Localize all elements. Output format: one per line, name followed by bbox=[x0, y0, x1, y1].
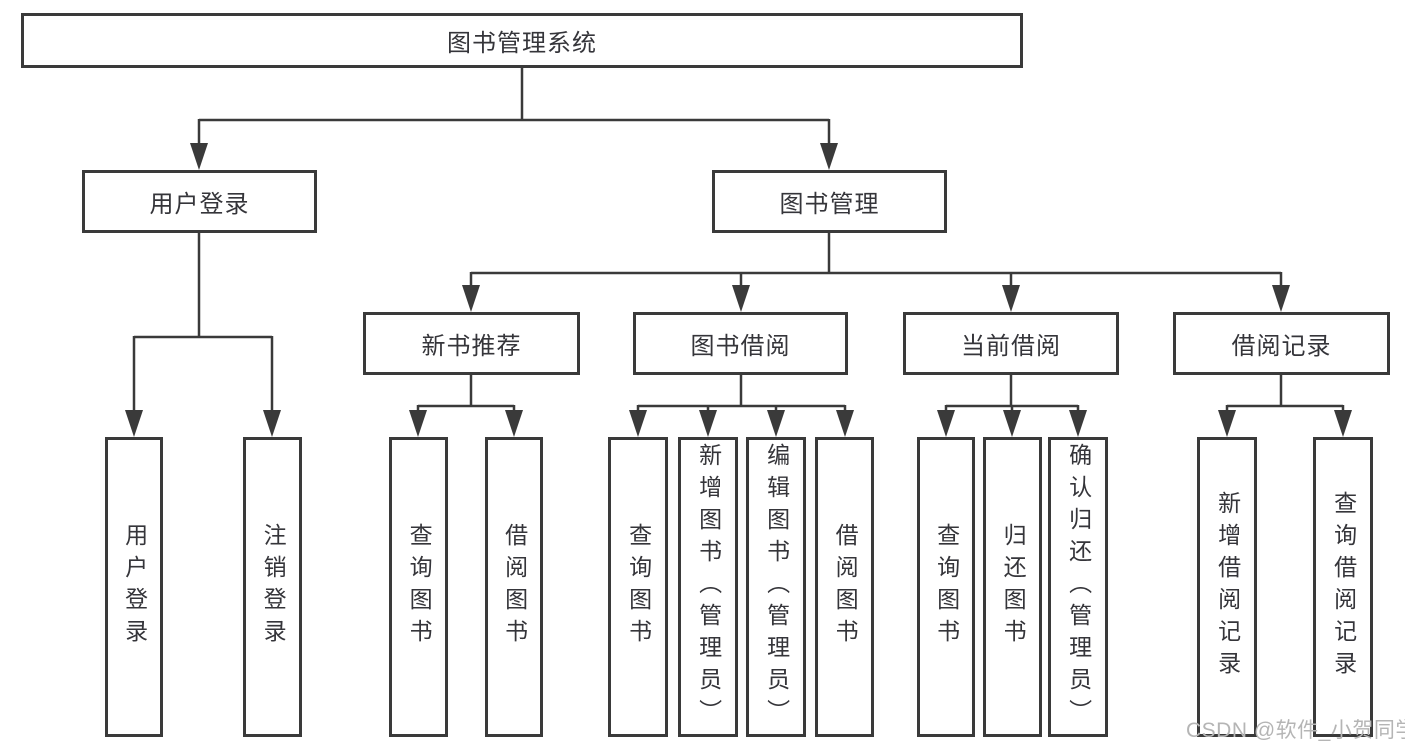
leaf-nb-query-books: 查询图书 bbox=[389, 437, 448, 737]
leaf-bb-edit-books-admin-label: 编辑图书（管理员） bbox=[763, 443, 790, 731]
node-book-management-system: 图书管理系统 bbox=[21, 13, 1023, 68]
leaf-nb-query-books-label: 查询图书 bbox=[406, 523, 433, 651]
leaf-logout: 注销登录 bbox=[243, 437, 302, 737]
leaf-bb-add-books-admin: 新增图书（管理员） bbox=[678, 437, 738, 737]
node-current-borrowing: 当前借阅 bbox=[903, 312, 1119, 375]
leaf-nb-borrow-books: 借阅图书 bbox=[485, 437, 543, 737]
leaf-bb-add-books-admin-label: 新增图书（管理员） bbox=[695, 443, 722, 731]
leaf-user-login: 用户登录 bbox=[105, 437, 163, 737]
node-borrow-records-label: 借阅记录 bbox=[1231, 333, 1332, 360]
leaf-bb-borrow-books-label: 借阅图书 bbox=[832, 523, 859, 651]
leaf-cb-query-books-label: 查询图书 bbox=[933, 523, 960, 651]
leaf-bb-query-books-label: 查询图书 bbox=[625, 523, 652, 651]
leaf-bb-edit-books-admin: 编辑图书（管理员） bbox=[746, 437, 806, 737]
leaf-br-add-record: 新增借阅记录 bbox=[1197, 437, 1257, 737]
node-borrow-records: 借阅记录 bbox=[1173, 312, 1390, 375]
node-book-management-system-label: 图书管理系统 bbox=[447, 30, 597, 57]
node-user-login-label: 用户登录 bbox=[149, 191, 250, 218]
csdn-watermark: CSDN @软件_小贺同学 bbox=[1186, 719, 1405, 742]
node-book-management: 图书管理 bbox=[712, 170, 947, 233]
leaf-cb-query-books: 查询图书 bbox=[917, 437, 975, 737]
leaf-br-query-record: 查询借阅记录 bbox=[1313, 437, 1373, 737]
leaf-bb-borrow-books: 借阅图书 bbox=[815, 437, 874, 737]
node-current-borrowing-label: 当前借阅 bbox=[961, 333, 1061, 360]
leaf-cb-return-books-label: 归还图书 bbox=[1000, 523, 1027, 651]
node-new-book-recommend: 新书推荐 bbox=[363, 312, 580, 375]
node-book-borrowing: 图书借阅 bbox=[633, 312, 848, 375]
leaf-logout-label: 注销登录 bbox=[260, 523, 287, 651]
leaf-user-login-label: 用户登录 bbox=[121, 523, 148, 651]
leaf-cb-confirm-return-admin-label: 确认归还（管理员） bbox=[1065, 443, 1092, 731]
leaf-br-add-record-label: 新增借阅记录 bbox=[1214, 491, 1241, 683]
leaf-nb-borrow-books-label: 借阅图书 bbox=[501, 523, 528, 651]
node-user-login: 用户登录 bbox=[82, 170, 317, 233]
node-book-management-label: 图书管理 bbox=[779, 191, 880, 218]
leaf-cb-return-books: 归还图书 bbox=[983, 437, 1042, 737]
leaf-cb-confirm-return-admin: 确认归还（管理员） bbox=[1048, 437, 1108, 737]
leaf-br-query-record-label: 查询借阅记录 bbox=[1330, 491, 1357, 683]
node-book-borrowing-label: 图书借阅 bbox=[690, 333, 791, 360]
leaf-bb-query-books: 查询图书 bbox=[608, 437, 668, 737]
node-new-book-recommend-label: 新书推荐 bbox=[421, 333, 522, 360]
